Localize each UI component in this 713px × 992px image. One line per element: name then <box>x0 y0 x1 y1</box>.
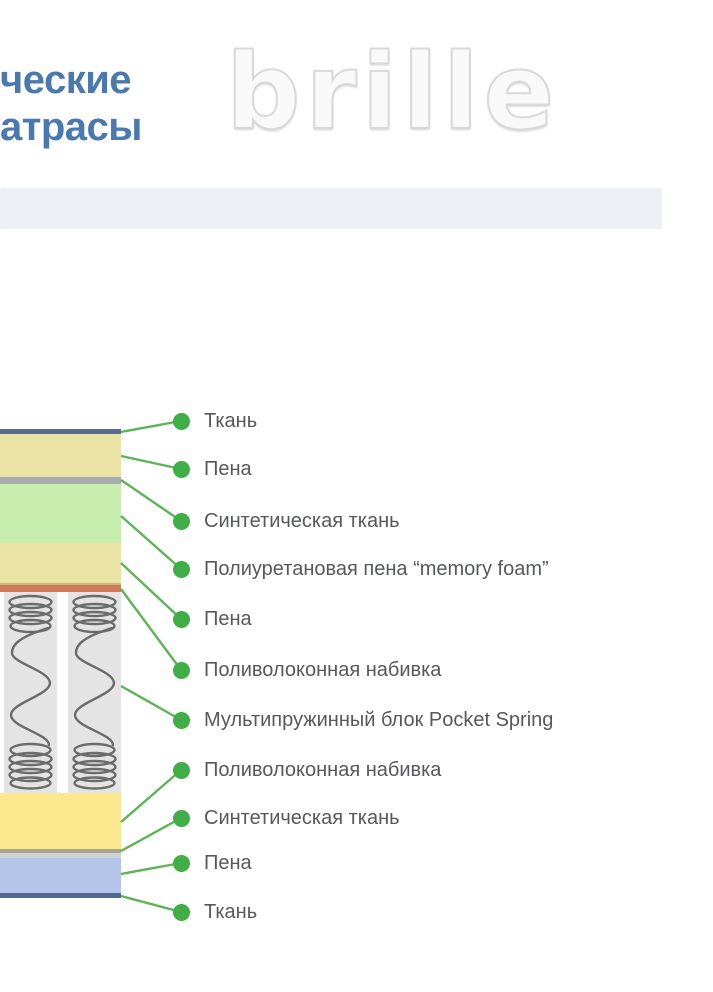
layer-fabric-bottom <box>0 893 121 898</box>
layer-silver-strip <box>0 853 121 858</box>
legend-label: Поливолоконная набивка <box>204 759 442 781</box>
layer-fiber-top <box>0 585 121 592</box>
legend-label: Пена <box>204 852 252 874</box>
layer-fiber-bottom <box>0 793 121 849</box>
layer-pocket-springs <box>0 592 121 793</box>
legend-dot-icon <box>172 560 190 578</box>
legend-label: Синтетическая ткань <box>204 807 400 829</box>
legend-label: Ткань <box>204 410 258 432</box>
connector-line <box>120 816 182 853</box>
connector-line <box>120 562 182 620</box>
legend-label: Ткань <box>204 901 258 923</box>
connector-line <box>120 684 182 722</box>
legend-dot-icon <box>172 711 190 729</box>
connector-line <box>120 861 182 876</box>
legend-dot-icon <box>172 512 190 530</box>
legend-dot-icon <box>172 854 190 872</box>
legend-dot-icon <box>172 761 190 779</box>
legend-label: Пена <box>204 608 252 630</box>
connector-line <box>120 479 182 522</box>
connector-line <box>120 515 182 570</box>
brille-logo[interactable]: brille <box>225 31 560 153</box>
legend-dot-icon <box>172 610 190 628</box>
legend-label: Мультипружинный блок Pocket Spring <box>204 709 554 731</box>
site-title-fragment: ческие атрасы <box>0 57 142 151</box>
legend-dot-icon <box>172 809 190 827</box>
spring-pocket-right <box>68 592 121 793</box>
site-title-line-2: атрасы <box>0 105 142 149</box>
layer-memory-foam <box>0 484 121 543</box>
site-title-line-1: ческие <box>0 58 132 102</box>
nav-bar <box>0 188 662 229</box>
legend-dot-icon <box>172 661 190 679</box>
connector-line <box>120 419 182 434</box>
legend-dot-icon <box>172 412 190 430</box>
legend-dot-icon <box>172 903 190 921</box>
connector-line <box>120 894 182 914</box>
layer-foam-top <box>0 434 121 477</box>
legend-label: Поливолоконная набивка <box>204 659 442 681</box>
layer-synthetic-top <box>0 477 121 484</box>
legend-dot-icon <box>172 460 190 478</box>
layer-foam-mid <box>0 543 121 583</box>
layer-foam-bottom <box>0 858 121 893</box>
legend-label: Пена <box>204 458 252 480</box>
layer-synthetic-bottom <box>0 849 121 853</box>
legend-label: Синтетическая ткань <box>204 510 400 532</box>
legend-label: Полиуретановая пена “memory foam” <box>204 558 549 580</box>
layer-orange-edge <box>0 583 121 585</box>
mattress-diagram <box>0 429 121 898</box>
connector-line <box>120 588 182 671</box>
connector-line <box>120 769 182 823</box>
layer-fabric-top <box>0 429 121 434</box>
connector-line <box>120 454 182 471</box>
spring-pocket-left <box>4 592 57 793</box>
